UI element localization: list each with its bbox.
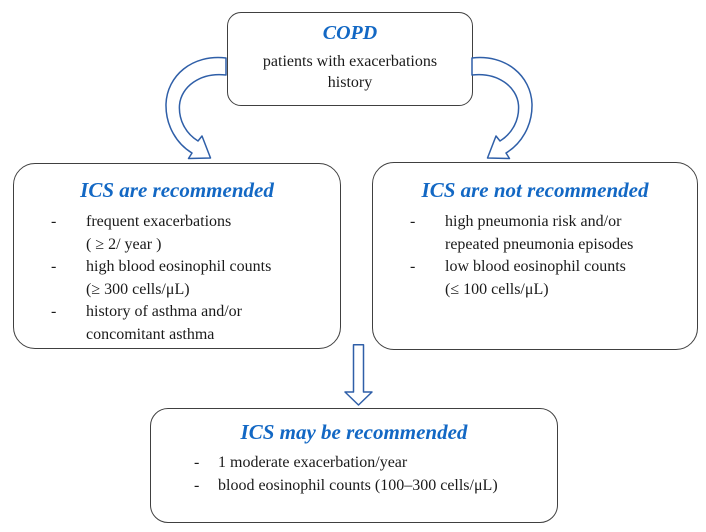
list-item-line: (≤ 100 cells/μL) [445, 280, 549, 298]
down-arrow [344, 344, 373, 406]
bullet-dash: - [410, 213, 416, 230]
list-item-line: high pneumonia risk and/or [445, 213, 622, 230]
copd-node: COPD patients with exacerbations history [227, 12, 473, 106]
list-item-line: blood eosinophil counts (100–300 cells/μ… [218, 476, 498, 494]
list-item: - frequent exacerbations ( ≥ 2/ year ) [51, 211, 334, 256]
ics-may-be-recommended-title: ICS may be recommended [240, 420, 468, 444]
bullet-dash: - [51, 213, 57, 230]
list-item: - high pneumonia risk and/or repeated pn… [410, 211, 691, 256]
ics-may-be-recommended-node: ICS may be recommended - 1 moderate exac… [150, 408, 558, 523]
ics-not-recommended-list: - high pneumonia risk and/or repeated pn… [373, 211, 697, 301]
bullet-dash: - [194, 454, 200, 471]
ics-recommended-list: - frequent exacerbations ( ≥ 2/ year ) -… [14, 211, 340, 346]
ics-may-be-recommended-list: - 1 moderate exacerbation/year - blood e… [151, 452, 557, 497]
list-item-line: 1 moderate exacerbation/year [218, 454, 408, 471]
ics-not-recommended-node: ICS are not recommended - high pneumonia… [372, 162, 698, 350]
list-item-line: ( ≥ 2/ year ) [86, 235, 162, 253]
list-item: - high blood eosinophil counts (≥ 300 ce… [51, 256, 334, 301]
copd-node-title: COPD [322, 22, 378, 44]
curved-arrow-right [471, 56, 533, 160]
list-item-line: high blood eosinophil counts [86, 258, 272, 275]
list-item: - 1 moderate exacerbation/year [194, 452, 551, 475]
ics-recommended-title: ICS are recommended [80, 178, 274, 202]
list-item-line: frequent exacerbations [86, 213, 232, 230]
list-item: - history of asthma and/or concomitant a… [51, 301, 334, 346]
copd-node-subtitle: patients with exacerbations history [262, 53, 438, 91]
list-item-line: concomitant asthma [86, 325, 215, 343]
bullet-dash: - [51, 258, 57, 275]
bullet-dash: - [194, 476, 200, 494]
list-item-line: (≥ 300 cells/μL) [86, 280, 190, 298]
ics-recommended-node: ICS are recommended - frequent exacerbat… [13, 163, 341, 349]
list-item-line: low blood eosinophil counts [445, 258, 626, 275]
list-item-line: history of asthma and/or [86, 303, 242, 320]
list-item: - low blood eosinophil counts (≤ 100 cel… [410, 256, 691, 301]
bullet-dash: - [51, 303, 57, 320]
list-item-line: repeated pneumonia episodes [445, 235, 634, 253]
curved-arrow-left [165, 56, 227, 160]
list-item: - blood eosinophil counts (100–300 cells… [194, 475, 551, 498]
ics-not-recommended-title: ICS are not recommended [421, 178, 649, 202]
bullet-dash: - [410, 258, 416, 275]
